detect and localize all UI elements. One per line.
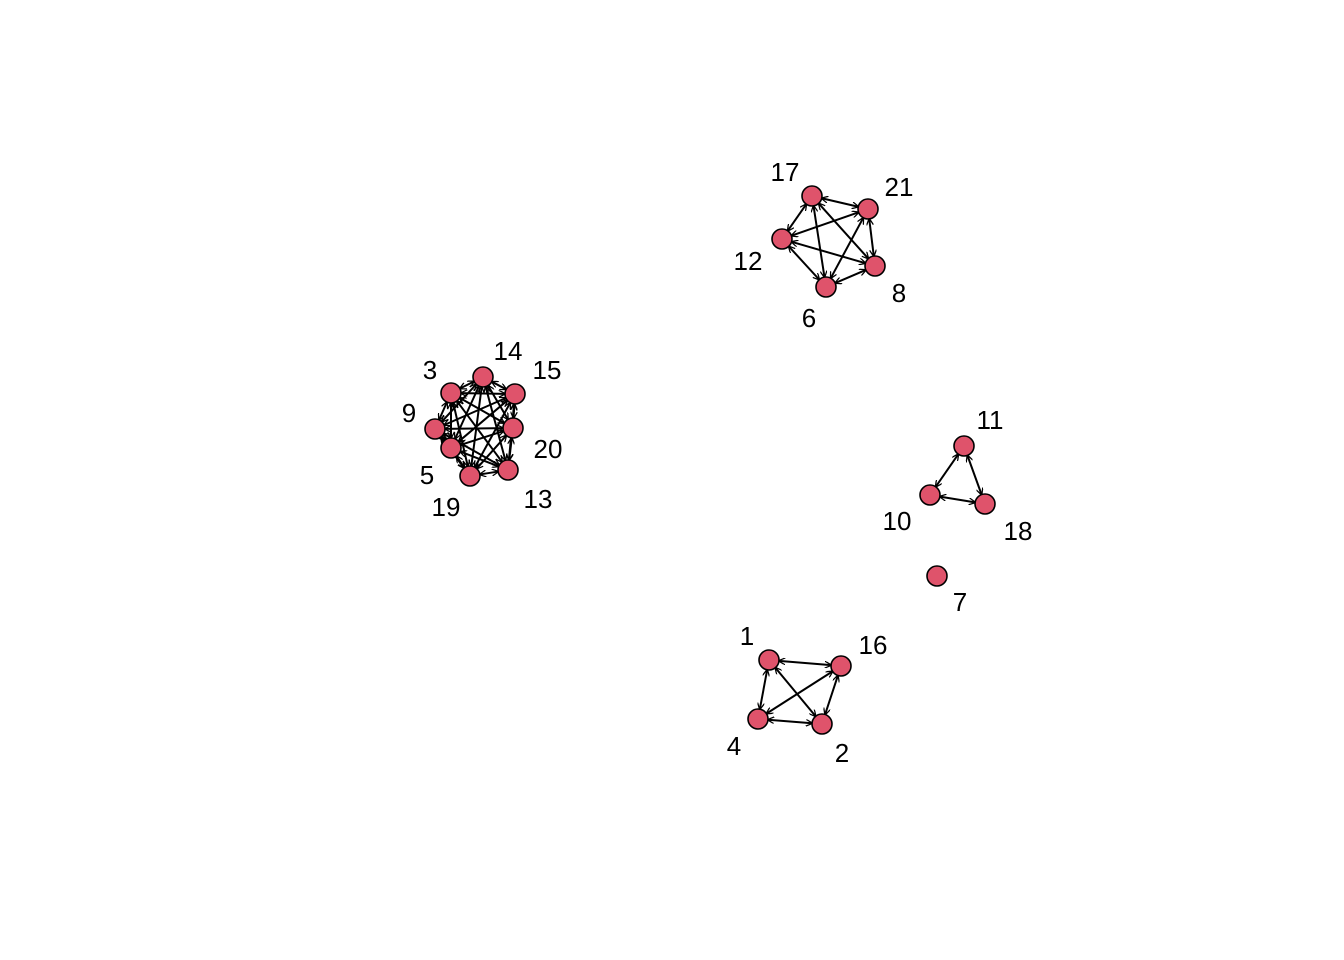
node-label-2: 2 <box>835 738 849 768</box>
edge-21-12 <box>791 212 858 235</box>
node-16 <box>830 655 852 677</box>
node-18 <box>974 493 996 515</box>
edge-11-18 <box>967 455 981 494</box>
edge-5-19 <box>457 456 465 467</box>
edge-20-13 <box>509 438 512 460</box>
node-label-20: 20 <box>534 434 563 464</box>
edge-16-4 <box>766 671 832 713</box>
edge-17-21 <box>822 198 859 206</box>
node-17 <box>801 185 823 207</box>
edge-9-20 <box>445 428 503 429</box>
edge-layer <box>439 198 982 723</box>
node-19 <box>459 465 481 487</box>
edge-21-8 <box>869 219 874 256</box>
node-label-16: 16 <box>859 630 888 660</box>
node-1 <box>758 649 780 671</box>
edge-17-6 <box>814 206 825 277</box>
node-7 <box>926 565 948 587</box>
node-label-14: 14 <box>494 336 523 366</box>
node-layer <box>424 185 996 735</box>
edge-16-2 <box>825 676 838 715</box>
node-label-4: 4 <box>727 731 741 761</box>
node-label-18: 18 <box>1004 516 1033 546</box>
edge-10-18 <box>940 497 975 503</box>
edge-1-4 <box>760 670 767 709</box>
edge-19-13 <box>480 472 498 475</box>
node-2 <box>811 713 833 735</box>
node-10 <box>919 484 941 506</box>
node-label-1: 1 <box>740 621 754 651</box>
node-4 <box>747 708 769 730</box>
node-label-11: 11 <box>977 405 1004 435</box>
edge-8-6 <box>835 270 866 283</box>
node-15 <box>504 383 526 405</box>
edge-17-12 <box>788 204 807 231</box>
node-12 <box>771 228 793 250</box>
node-13 <box>497 459 519 481</box>
node-label-3: 3 <box>423 355 437 385</box>
node-label-13: 13 <box>524 484 553 514</box>
edge-1-16 <box>779 661 831 665</box>
node-14 <box>472 366 494 388</box>
node-label-12: 12 <box>734 246 763 276</box>
node-label-10: 10 <box>883 506 912 536</box>
node-8 <box>864 255 886 277</box>
edge-14-15 <box>492 382 506 390</box>
node-label-19: 19 <box>432 492 461 522</box>
edge-1-2 <box>775 668 815 717</box>
node-label-8: 8 <box>892 278 906 308</box>
node-11 <box>953 435 975 457</box>
edge-3-14 <box>460 381 474 388</box>
node-label-15: 15 <box>533 355 562 385</box>
node-label-9: 9 <box>402 398 416 428</box>
node-label-21: 21 <box>885 172 914 202</box>
node-9 <box>424 418 446 440</box>
node-label-17: 17 <box>771 157 800 187</box>
node-6 <box>815 276 837 298</box>
edge-12-6 <box>789 246 819 279</box>
edge-5-13 <box>460 452 498 467</box>
node-5 <box>440 437 462 459</box>
edge-4-2 <box>768 720 812 723</box>
node-3 <box>440 382 462 404</box>
node-20 <box>502 417 524 439</box>
node-label-7: 7 <box>953 587 967 617</box>
edge-12-8 <box>792 242 866 263</box>
edge-20-5 <box>461 431 504 445</box>
edge-11-10 <box>936 454 959 487</box>
node-label-6: 6 <box>802 303 816 333</box>
node-label-5: 5 <box>420 460 434 490</box>
node-21 <box>857 198 879 220</box>
